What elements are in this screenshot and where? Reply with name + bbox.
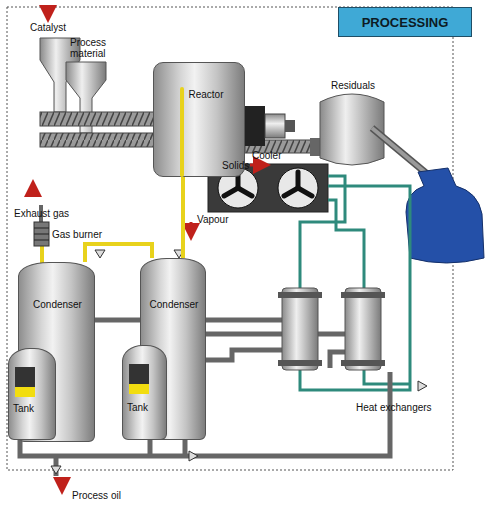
gas-burner — [34, 222, 49, 246]
title-banner: PROCESSING — [338, 7, 472, 37]
vessel-label: Reactor — [188, 89, 223, 101]
part-label: Process material — [70, 37, 118, 59]
motor-shaft — [285, 120, 295, 132]
motor — [265, 114, 285, 138]
part-label: Heat exchangers — [356, 402, 432, 413]
vapour-line — [85, 244, 152, 262]
boundary-frame — [7, 7, 453, 470]
vessel-label: Condenser — [33, 299, 82, 311]
vapour-outlet — [180, 87, 184, 177]
tank-vessel: Tank — [8, 348, 56, 440]
valve — [51, 250, 427, 474]
flange — [310, 138, 320, 156]
part-label: Cooler — [252, 150, 281, 161]
screw-conveyor — [40, 112, 155, 126]
part-label: Vapour — [197, 214, 229, 225]
tank-level — [129, 384, 149, 394]
reactor-vessel: Reactor — [153, 62, 245, 177]
part-label: Residuals — [331, 80, 375, 91]
part-label: Catalyst — [30, 22, 66, 33]
heat-exchanger — [345, 288, 381, 370]
screw-conveyor — [40, 133, 155, 147]
vessel-label: Tank — [127, 402, 148, 414]
heat-exchanger — [282, 288, 318, 370]
motor — [245, 106, 265, 146]
vapour-line — [181, 177, 185, 258]
vessel-label: Condenser — [150, 299, 199, 311]
vessel-label: Tank — [13, 403, 34, 415]
part-label: Gas burner — [52, 229, 102, 240]
tank-vessel: Tank — [122, 345, 167, 440]
part-label: Process oil — [72, 490, 121, 501]
tank-level — [15, 387, 35, 397]
part-label: Solids — [222, 160, 249, 171]
residuals-chute — [372, 128, 432, 178]
residuals-bag — [406, 168, 484, 263]
part-label: Exhaust gas — [14, 208, 69, 219]
gas-line — [42, 176, 183, 264]
residuals-chute — [372, 128, 432, 178]
